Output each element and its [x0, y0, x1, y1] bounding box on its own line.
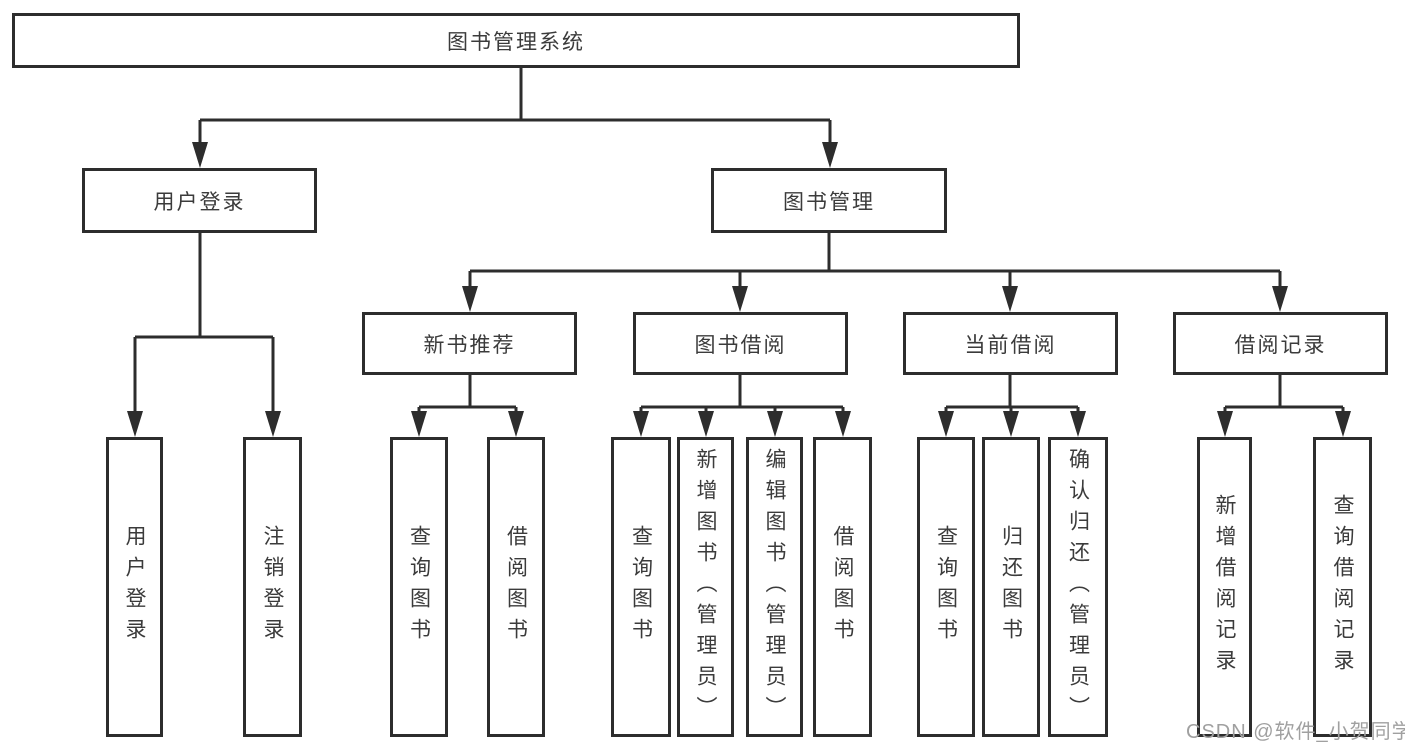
leaf-return-books: 归还图书	[982, 437, 1040, 737]
leaf-user-login-label: 用户登录	[123, 525, 146, 649]
leaf-add-borrow-record-label: 新增借阅记录	[1213, 494, 1236, 680]
leaf-query-borrow-record-label: 查询借阅记录	[1331, 494, 1354, 680]
leaf-edit-book-admin: 编辑图书（管理员）	[746, 437, 803, 737]
node-library-system: 图书管理系统	[12, 13, 1020, 68]
leaf-edit-book-admin-label: 编辑图书（管理员）	[763, 447, 786, 727]
leaf-query-books-3: 查询图书	[917, 437, 975, 737]
leaf-query-books-1: 查询图书	[390, 437, 448, 737]
leaf-add-book-admin-label: 新增图书（管理员）	[694, 447, 717, 727]
arrowhead-icons	[127, 142, 1351, 437]
node-borrowing-records: 借阅记录	[1173, 312, 1388, 375]
node-current-borrowing: 当前借阅	[903, 312, 1118, 375]
leaf-add-book-admin: 新增图书（管理员）	[677, 437, 734, 737]
leaf-query-books-2: 查询图书	[611, 437, 671, 737]
csdn-watermark: CSDN @软件_小贺同学	[1186, 721, 1405, 743]
leaf-query-books-3-label: 查询图书	[934, 525, 958, 649]
leaf-confirm-return-admin-label: 确认归还（管理员）	[1066, 447, 1090, 727]
node-user-login: 用户登录	[82, 168, 317, 233]
leaf-logout: 注销登录	[243, 437, 302, 737]
node-book-management: 图书管理	[711, 168, 947, 233]
leaf-borrow-books-1: 借阅图书	[487, 437, 545, 737]
leaf-logout-label: 注销登录	[261, 525, 284, 649]
leaf-borrow-books-2-label: 借阅图书	[831, 525, 854, 649]
leaf-return-books-label: 归还图书	[999, 525, 1023, 649]
leaf-query-books-2-label: 查询图书	[629, 525, 653, 649]
leaf-user-login: 用户登录	[106, 437, 163, 737]
node-new-book-recommendation: 新书推荐	[362, 312, 577, 375]
node-book-borrowing: 图书借阅	[633, 312, 848, 375]
leaf-borrow-books-2: 借阅图书	[813, 437, 872, 737]
leaf-add-borrow-record: 新增借阅记录	[1197, 437, 1252, 737]
leaf-confirm-return-admin: 确认归还（管理员）	[1048, 437, 1108, 737]
leaf-query-books-1-label: 查询图书	[407, 525, 431, 649]
leaf-borrow-books-1-label: 借阅图书	[504, 525, 528, 649]
leaf-query-borrow-record: 查询借阅记录	[1313, 437, 1372, 737]
